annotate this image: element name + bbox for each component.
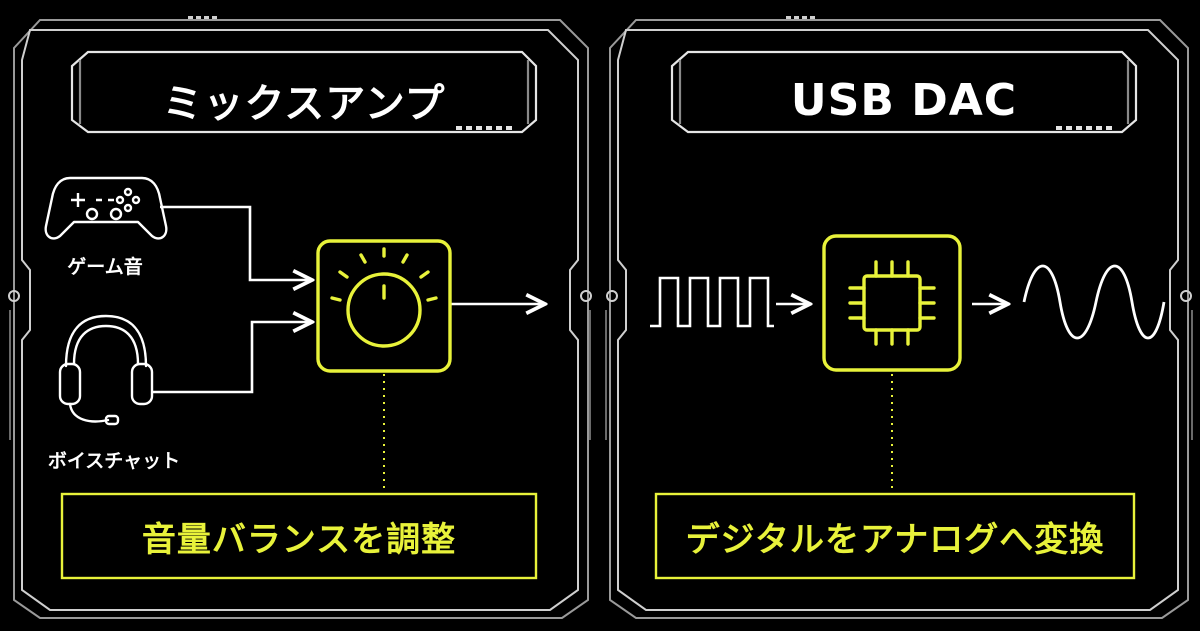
analog-sine-wave-icon xyxy=(1022,264,1166,340)
right-panel-frame xyxy=(605,19,1193,619)
right-panel-title: USB DAC xyxy=(790,74,1018,126)
chip-icon xyxy=(822,234,962,372)
right-caption: デジタルをアナログへ変換 xyxy=(685,519,1105,560)
right-title-frame xyxy=(670,50,1138,134)
right-title-stripes xyxy=(1056,126,1112,130)
left-caption: 音量バランスを調整 xyxy=(141,519,457,560)
headset-icon xyxy=(58,314,154,426)
left-title-stripes xyxy=(456,126,512,130)
volume-knob-icon xyxy=(316,239,452,373)
digital-square-wave-icon xyxy=(650,276,774,328)
left-connectors xyxy=(152,205,545,394)
left-panel-frame xyxy=(8,19,592,619)
right-caption-box xyxy=(654,492,1136,580)
right-top-marks xyxy=(786,16,815,19)
game-audio-label: ゲーム音 xyxy=(67,256,143,278)
left-title-frame xyxy=(70,50,538,134)
gamepad-icon xyxy=(44,176,168,240)
left-top-marks xyxy=(188,16,217,19)
left-caption-box xyxy=(60,492,538,580)
voice-chat-label: ボイスチャット xyxy=(47,450,181,472)
left-panel-title: ミックスアンプ xyxy=(162,81,446,127)
